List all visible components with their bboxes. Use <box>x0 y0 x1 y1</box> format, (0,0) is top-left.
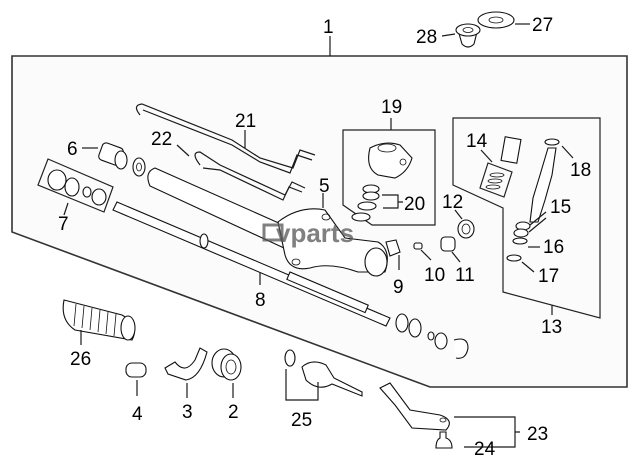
rack-part[interactable] <box>112 201 391 327</box>
callout-label[interactable]: 26 <box>70 349 91 370</box>
callout-label[interactable]: 8 <box>255 290 266 311</box>
callout-label[interactable]: 27 <box>532 15 553 36</box>
rack-boot-part[interactable] <box>62 299 136 341</box>
leader-28 <box>441 33 456 37</box>
seals-part[interactable] <box>351 184 380 222</box>
callout-label[interactable]: 7 <box>58 214 69 235</box>
seal-ring <box>82 186 92 198</box>
watermark-logo-icon <box>262 223 284 242</box>
housing-cylinder <box>147 167 291 249</box>
leader-11 <box>451 251 461 263</box>
leader-7 <box>63 202 69 216</box>
callout-label[interactable]: 28 <box>416 27 437 48</box>
callout-label[interactable]: 10 <box>424 265 445 286</box>
valve-body-part[interactable] <box>368 142 413 179</box>
valve-housing-part[interactable] <box>277 208 388 277</box>
leader-23-24 <box>454 416 520 448</box>
leader-20 <box>382 194 403 209</box>
inner-tie-rod-part[interactable] <box>284 349 363 397</box>
seal-ring <box>47 169 67 191</box>
watermark: vparts <box>276 218 354 248</box>
seal-rings-part[interactable] <box>513 221 531 238</box>
callout-label[interactable]: 13 <box>541 317 562 338</box>
guide-screw-part[interactable] <box>440 236 456 252</box>
callout-label[interactable]: 17 <box>538 266 559 287</box>
callout-label[interactable]: 14 <box>466 131 488 152</box>
leader-12 <box>454 209 463 220</box>
spring-part[interactable] <box>413 242 423 250</box>
lock-nut-part[interactable] <box>457 219 475 239</box>
return-tube-part[interactable] <box>194 151 306 196</box>
callout-label[interactable]: 19 <box>381 97 402 118</box>
leader-15 <box>528 211 547 233</box>
callout-label[interactable]: 25 <box>291 410 312 431</box>
rack-guide-part[interactable] <box>385 239 401 257</box>
callout-label[interactable]: 1 <box>323 17 334 38</box>
callout-label[interactable]: 18 <box>570 160 591 181</box>
washer-part[interactable] <box>477 11 515 29</box>
end-plug-part[interactable] <box>98 142 128 170</box>
callout-label[interactable]: 11 <box>455 265 475 286</box>
pinion-shaft-part[interactable] <box>529 138 560 223</box>
callout-label[interactable]: 22 <box>151 129 172 150</box>
bushing-part[interactable] <box>211 348 242 381</box>
leader-22 <box>176 144 190 157</box>
rack-end-seals <box>395 313 469 359</box>
tie-rod-end-part[interactable] <box>379 382 453 449</box>
callout-label[interactable]: 16 <box>543 237 564 258</box>
callout-label[interactable]: 6 <box>67 139 78 160</box>
callout-label[interactable]: 24 <box>474 439 496 460</box>
washer-near-6 <box>132 157 146 177</box>
callout-label[interactable]: 23 <box>527 424 548 445</box>
callout-label[interactable]: 12 <box>442 192 463 213</box>
bracket-part[interactable] <box>164 347 208 381</box>
callout-label[interactable]: 5 <box>319 176 330 197</box>
callout-label[interactable]: 3 <box>182 402 193 423</box>
o-ring-17[interactable] <box>506 254 522 262</box>
seal-ring <box>91 188 107 206</box>
valve-kit-frame <box>342 129 436 226</box>
o-ring-16[interactable] <box>512 237 528 245</box>
seal-ring <box>64 177 80 197</box>
pressure-tube-part[interactable] <box>135 103 316 169</box>
leader-10 <box>420 249 432 261</box>
callout-label[interactable]: 4 <box>132 404 143 425</box>
insulator-part[interactable] <box>455 23 481 48</box>
callout-label[interactable]: 20 <box>404 194 425 215</box>
seal-ring-kit-part[interactable] <box>479 136 522 198</box>
grommet-part[interactable] <box>125 362 147 378</box>
leader-17 <box>521 261 535 273</box>
callout-label[interactable]: 21 <box>235 111 256 132</box>
callout-label[interactable]: 2 <box>228 402 239 423</box>
leader-25 <box>285 369 319 401</box>
leader-18 <box>561 145 574 159</box>
callout-label[interactable]: 9 <box>393 277 404 298</box>
leader-14 <box>480 149 493 163</box>
callout-label[interactable]: 15 <box>550 197 571 218</box>
